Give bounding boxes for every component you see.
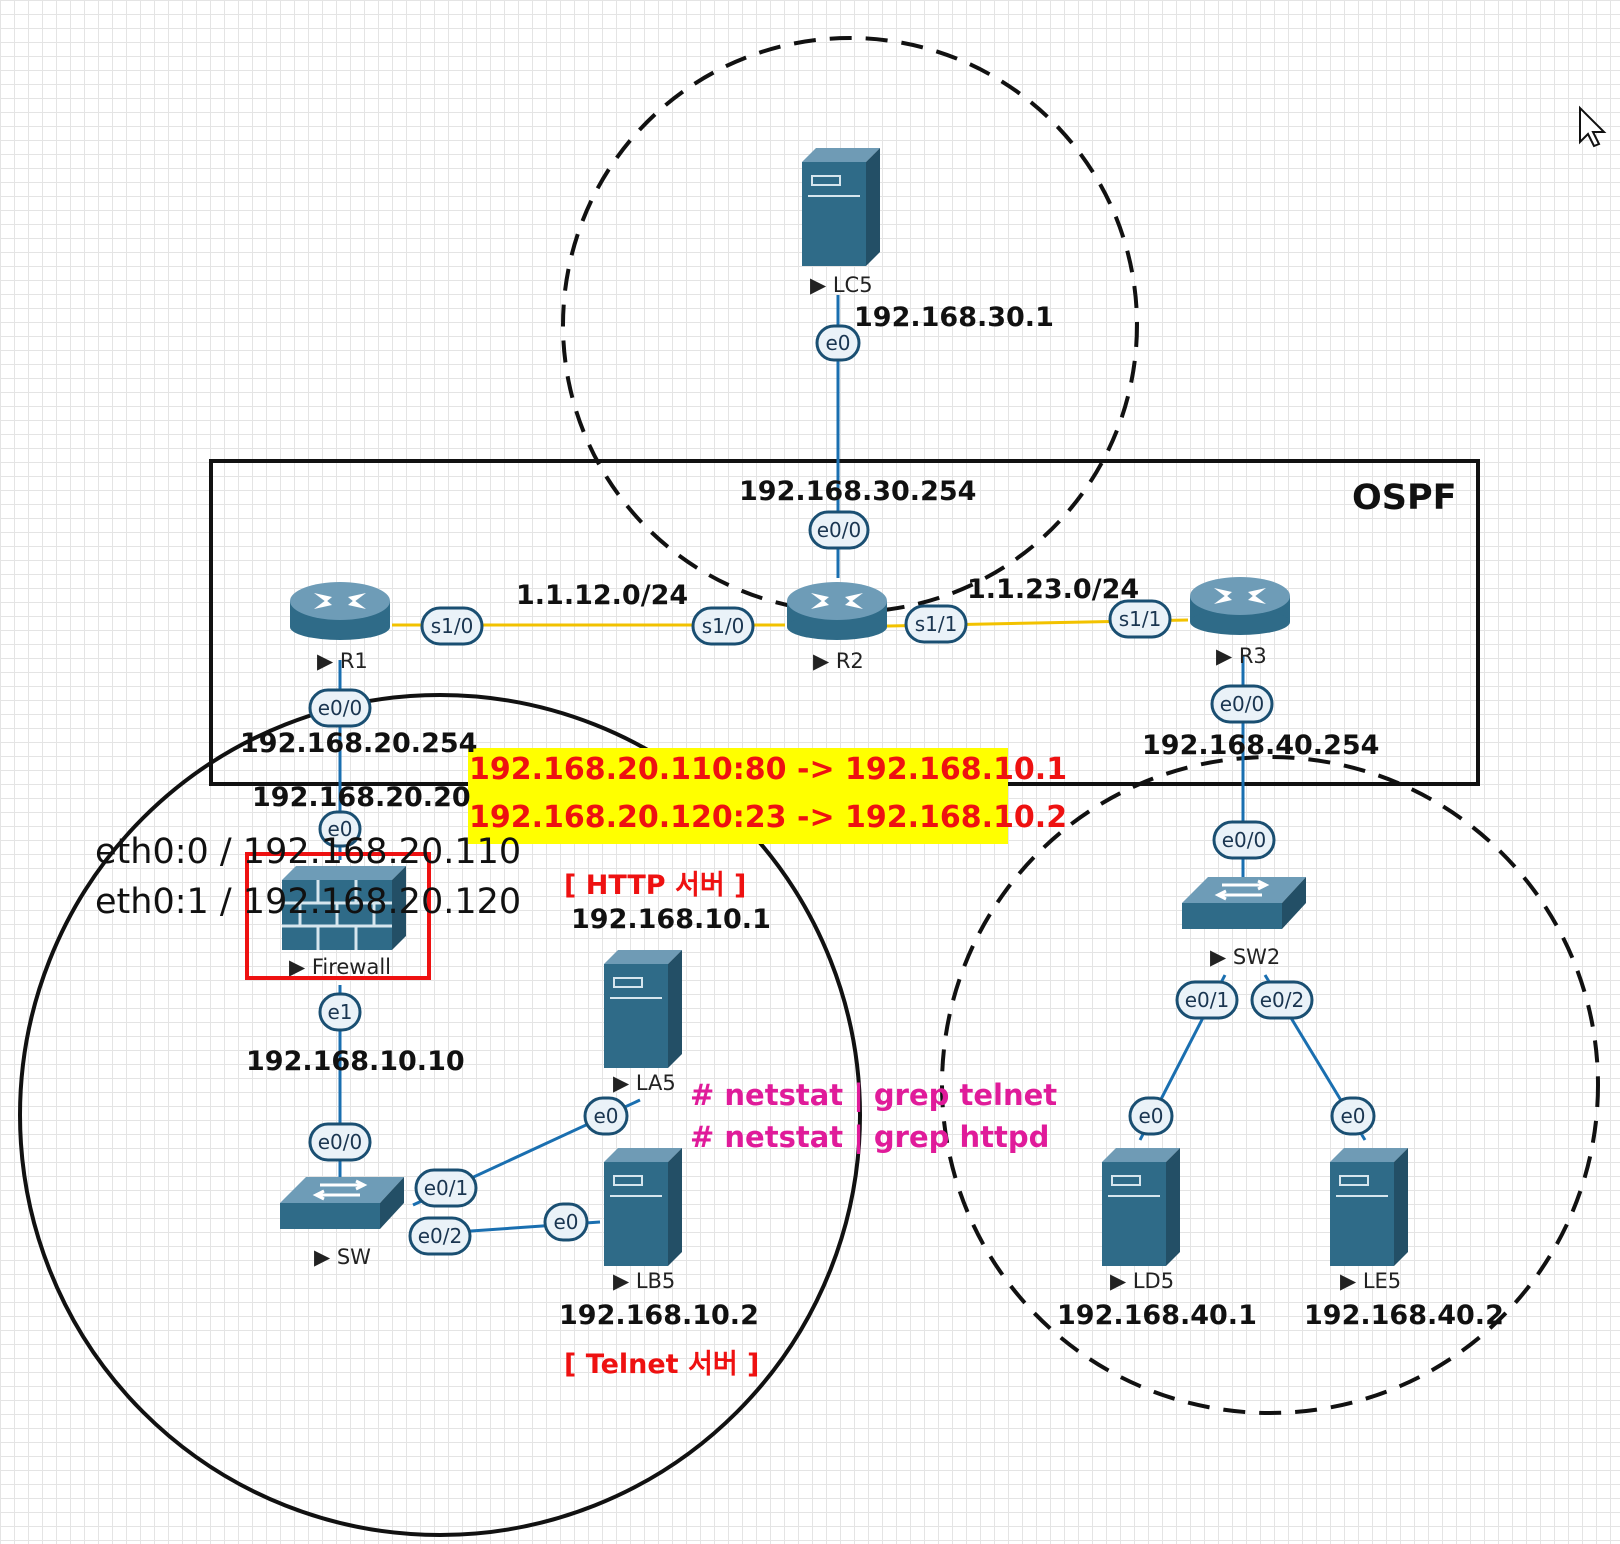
svg-text:e0/0: e0/0	[1220, 692, 1265, 716]
label-r1: ▶ R1	[317, 649, 368, 673]
pill-sw2-e02: e0/2	[1250, 980, 1314, 1020]
nat-rule-1: 192.168.20.110:80 -> 192.168.10.1	[469, 752, 1068, 787]
alias-eth00: eth0:0 / 192.168.20.110	[95, 832, 522, 872]
pill-sw-e01: e0/1	[414, 1168, 478, 1208]
switch-sw2-icon[interactable]	[1180, 875, 1308, 931]
server-le5-icon[interactable]	[1329, 1147, 1409, 1267]
router-r1-icon[interactable]	[290, 582, 390, 640]
label-firewall: ▶ Firewall	[289, 955, 391, 979]
pill-r3-s11: s1/1	[1108, 599, 1172, 639]
svg-text:s1/1: s1/1	[915, 612, 958, 636]
router-r3-icon[interactable]	[1190, 577, 1290, 635]
server-lc5-icon[interactable]	[801, 147, 881, 267]
net-r2-r3: 1.1.23.0/24	[967, 574, 1140, 605]
svg-text:e0: e0	[1340, 1104, 1365, 1128]
router-r2-icon[interactable]	[787, 582, 887, 640]
svg-text:s1/0: s1/0	[702, 614, 745, 638]
ospf-zone-label: OSPF	[1352, 478, 1457, 518]
svg-text:e1: e1	[327, 1000, 352, 1024]
nat-rules-box	[468, 748, 1008, 844]
pill-lb5-e0: e0	[543, 1202, 589, 1242]
device-labels: ▶ LC5 ▶ R1 ▶ R2 ▶ R3 ▶ Firewall ▶ SW ▶ S…	[289, 273, 1401, 1293]
pill-ld5-e0: e0	[1128, 1096, 1174, 1136]
ip-fw-e1: 192.168.10.10	[246, 1046, 465, 1077]
label-sw2: ▶ SW2	[1210, 945, 1280, 969]
pill-r2-s11: s1/1	[904, 604, 968, 644]
svg-text:e0: e0	[553, 1210, 578, 1234]
label-lc5: ▶ LC5	[810, 273, 873, 297]
cursor-icon	[1579, 105, 1607, 148]
server-ld5-icon[interactable]	[1101, 1147, 1181, 1267]
telnet-server-role: [ Telnet 서버 ]	[564, 1349, 760, 1380]
command-netstat-telnet: # netstat | grep telnet	[690, 1078, 1058, 1112]
svg-text:e0/0: e0/0	[318, 696, 363, 720]
ip-lb5: 192.168.10.2	[559, 1300, 759, 1331]
ip-fw-e0: 192.168.20.20	[252, 782, 471, 813]
svg-text:e0/0: e0/0	[1222, 828, 1267, 852]
zone-circle-left	[18, 693, 862, 1537]
command-netstat-httpd: # netstat | grep httpd	[690, 1120, 1050, 1154]
http-server-role: [ HTTP 서버 ]	[564, 870, 747, 901]
svg-text:s1/0: s1/0	[431, 614, 474, 638]
pill-r1-s10: s1/0	[420, 606, 484, 646]
ip-la5: 192.168.10.1	[571, 904, 771, 935]
pill-r2-s10: s1/0	[691, 606, 755, 646]
ip-le5: 192.168.40.2	[1304, 1300, 1504, 1331]
nat-rule-2: 192.168.20.120:23 -> 192.168.10.2	[469, 800, 1068, 835]
label-r2: ▶ R2	[813, 649, 864, 673]
svg-text:e0: e0	[593, 1104, 618, 1128]
svg-text:e0: e0	[327, 817, 352, 841]
svg-text:e0: e0	[825, 331, 850, 355]
ip-r2-e00: 192.168.30.254	[739, 476, 977, 507]
pill-sw-e00: e0/0	[308, 1122, 372, 1162]
label-la5: ▶ LA5	[613, 1071, 676, 1095]
label-r3: ▶ R3	[1216, 644, 1267, 668]
svg-text:e0: e0	[1138, 1104, 1163, 1128]
pill-sw-e02: e0/2	[408, 1216, 472, 1256]
switch-sw-icon[interactable]	[278, 1175, 406, 1231]
server-la5-icon[interactable]	[603, 949, 683, 1069]
pill-r2-e00: e0/0	[808, 510, 870, 550]
label-ld5: ▶ LD5	[1110, 1269, 1174, 1293]
ip-ld5: 192.168.40.1	[1057, 1300, 1257, 1331]
ip-r1-e00: 192.168.20.254	[240, 728, 478, 759]
svg-text:e0/2: e0/2	[1260, 988, 1305, 1012]
svg-text:e0/0: e0/0	[817, 518, 862, 542]
svg-text:e0/1: e0/1	[424, 1176, 469, 1200]
ip-r3-e00: 192.168.40.254	[1142, 730, 1380, 761]
firewall-highlight-box	[245, 852, 431, 980]
svg-text:e0/2: e0/2	[418, 1224, 463, 1248]
server-lb5-icon[interactable]	[603, 1147, 683, 1267]
ip-lc5: 192.168.30.1	[854, 302, 1054, 333]
pill-fw-e1: e1	[318, 992, 362, 1032]
pill-sw2-e01: e0/1	[1175, 980, 1239, 1020]
pill-le5-e0: e0	[1330, 1096, 1376, 1136]
pill-r3-e00: e0/0	[1210, 684, 1274, 724]
svg-text:e0/1: e0/1	[1185, 988, 1230, 1012]
zone-circle-right	[940, 755, 1600, 1415]
label-sw: ▶ SW	[314, 1245, 371, 1269]
interface-pills: e0 e0/0 s1/0 s1/0 s1/1 s1/1 e0/0 e0 e1 e…	[308, 324, 1376, 1256]
pill-la5-e0: e0	[583, 1096, 629, 1136]
net-r1-r2: 1.1.12.0/24	[516, 580, 689, 611]
pill-sw2-e00: e0/0	[1212, 820, 1276, 860]
pill-lc5-e0: e0	[815, 324, 861, 362]
alias-eth01: eth0:1 / 192.168.20.120	[95, 882, 522, 922]
label-le5: ▶ LE5	[1340, 1269, 1401, 1293]
svg-text:s1/1: s1/1	[1119, 607, 1162, 631]
label-lb5: ▶ LB5	[613, 1269, 675, 1293]
svg-text:e0/0: e0/0	[318, 1130, 363, 1154]
pill-r1-e00: e0/0	[308, 688, 372, 728]
pill-fw-e0: e0	[318, 810, 362, 848]
